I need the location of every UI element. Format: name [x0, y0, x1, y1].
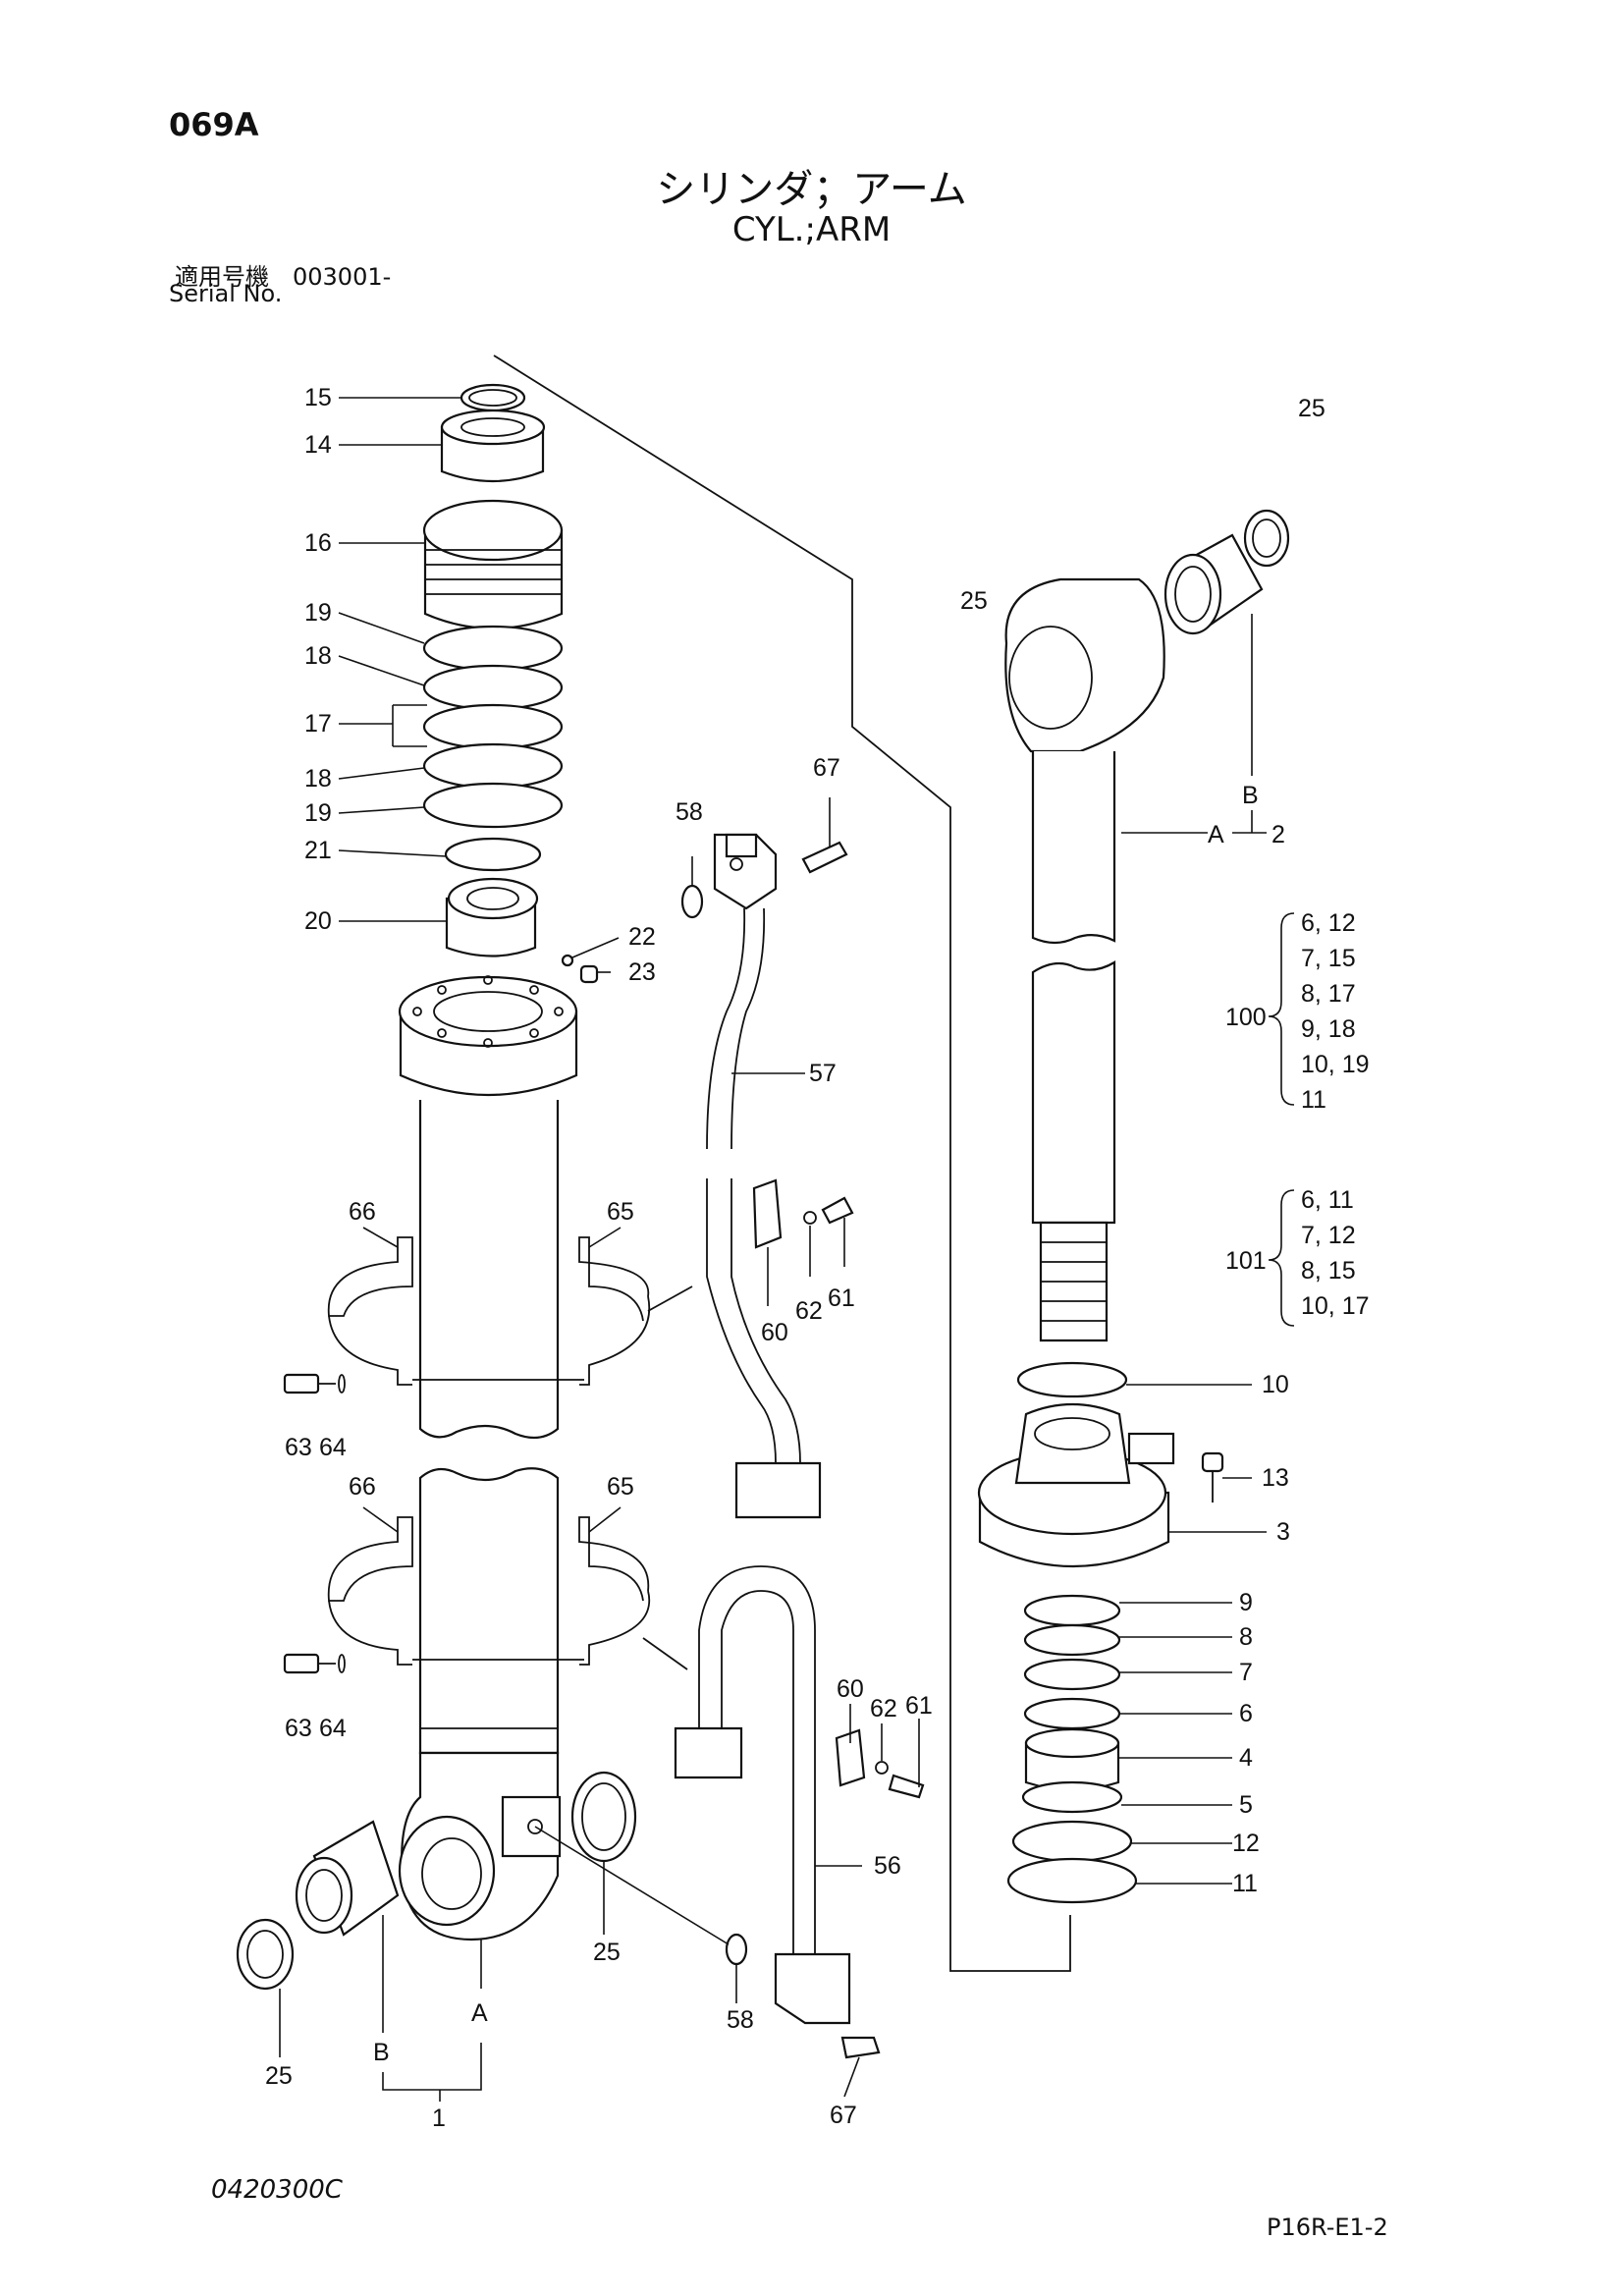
kit-100-row: 6, 12 — [1301, 909, 1356, 937]
serial-label-english: Serial No. — [169, 280, 283, 307]
callout-B: B — [373, 2039, 390, 2066]
kit-101-row: 6, 11 — [1301, 1186, 1354, 1214]
callout-56: 56 — [874, 1852, 901, 1880]
tube-end-bushing-parts — [236, 1771, 637, 1991]
callout-18: 18 — [304, 765, 332, 793]
callout-25: 25 — [1298, 395, 1325, 422]
callout-17: 17 — [304, 710, 332, 738]
drawing-number: 0420300C — [211, 2175, 343, 2205]
callout-16: 16 — [304, 529, 332, 557]
callout-25: 25 — [960, 587, 988, 615]
callout-18: 18 — [304, 642, 332, 670]
callout-57: 57 — [809, 1060, 837, 1087]
callout-12: 12 — [1232, 1830, 1260, 1857]
callout-10: 10 — [1262, 1371, 1289, 1398]
callout-leader-lines — [279, 397, 1295, 2102]
kit-101-row: 8, 15 — [1301, 1257, 1356, 1285]
kit-100-row: 7, 15 — [1301, 945, 1356, 972]
kit-100-row: 11 — [1301, 1086, 1326, 1114]
piston-rod — [1004, 509, 1290, 1342]
callout-7: 7 — [1239, 1659, 1253, 1686]
kit-code-100: 100 — [1225, 1004, 1267, 1031]
callout-58: 58 — [676, 798, 703, 826]
callout-4: 4 — [1239, 1744, 1253, 1772]
tube-head-parts — [422, 383, 599, 984]
callout-A: A — [471, 1999, 488, 2027]
callout-60: 60 — [761, 1319, 788, 1346]
page-title-english: CYL.;ARM — [731, 210, 892, 249]
page-title-japanese: シリンダ；アーム — [656, 167, 967, 212]
callout-25: 25 — [265, 2062, 293, 2090]
kit-101-row: 7, 12 — [1301, 1222, 1356, 1249]
callout-60: 60 — [837, 1675, 864, 1703]
callout-67: 67 — [830, 2102, 857, 2129]
callout-62: 62 — [870, 1695, 897, 1722]
clamp-band-parts — [283, 1236, 693, 1674]
callout-11: 11 — [1232, 1870, 1258, 1897]
callout-65: 65 — [607, 1198, 634, 1226]
callout-19: 19 — [304, 799, 332, 827]
callout-64: 64 — [319, 1434, 347, 1461]
serial-range-japanese: 適用号機 003001- — [175, 263, 392, 291]
page-reference: P16R-E1-2 — [1267, 2214, 1388, 2241]
callout-58: 58 — [727, 2006, 754, 2034]
callout-25: 25 — [593, 1939, 621, 1966]
callout-63: 63 — [285, 1434, 312, 1461]
kit-101-row: 10, 17 — [1301, 1292, 1370, 1320]
callout-3: 3 — [1276, 1518, 1290, 1546]
callout-66: 66 — [349, 1198, 376, 1226]
callout-1: 1 — [432, 2105, 446, 2132]
callout-21: 21 — [304, 837, 332, 864]
callout-20: 20 — [304, 907, 332, 935]
callout-B: B — [1242, 782, 1259, 809]
callout-14: 14 — [304, 431, 332, 459]
callout-65: 65 — [607, 1473, 634, 1501]
callout-9: 9 — [1239, 1589, 1253, 1616]
kit-code-101: 101 — [1225, 1247, 1267, 1275]
callout-A: A — [1208, 821, 1224, 848]
callout-6: 6 — [1239, 1700, 1253, 1727]
callout-61: 61 — [905, 1692, 933, 1720]
callout-2: 2 — [1271, 821, 1285, 848]
kit-100-row: 8, 17 — [1301, 980, 1356, 1008]
callout-15: 15 — [304, 384, 332, 411]
callout-5: 5 — [1239, 1791, 1253, 1819]
page-code: 069A — [169, 106, 259, 143]
callout-labels: 15 14 16 19 18 17 18 19 21 20 22 23 58 6… — [265, 384, 1370, 2132]
assembly-boundary-line — [493, 355, 1071, 1972]
callout-8: 8 — [1239, 1623, 1253, 1651]
cylinder-tube — [398, 975, 578, 1941]
hydraulic-pipe-lower — [674, 1565, 925, 2059]
kit-100-row: 10, 19 — [1301, 1051, 1370, 1078]
callout-64: 64 — [319, 1715, 347, 1742]
kit-100-row: 9, 18 — [1301, 1015, 1356, 1043]
rod-head-parts — [977, 1361, 1224, 1904]
callout-67: 67 — [813, 754, 840, 782]
callout-66: 66 — [349, 1473, 376, 1501]
callout-13: 13 — [1262, 1464, 1289, 1492]
callout-61: 61 — [828, 1285, 855, 1312]
callout-19: 19 — [304, 599, 332, 627]
callout-23: 23 — [628, 958, 656, 986]
callout-22: 22 — [628, 923, 656, 951]
callout-63: 63 — [285, 1715, 312, 1742]
hydraulic-pipe-upper — [680, 833, 854, 1519]
callout-62: 62 — [795, 1297, 823, 1325]
